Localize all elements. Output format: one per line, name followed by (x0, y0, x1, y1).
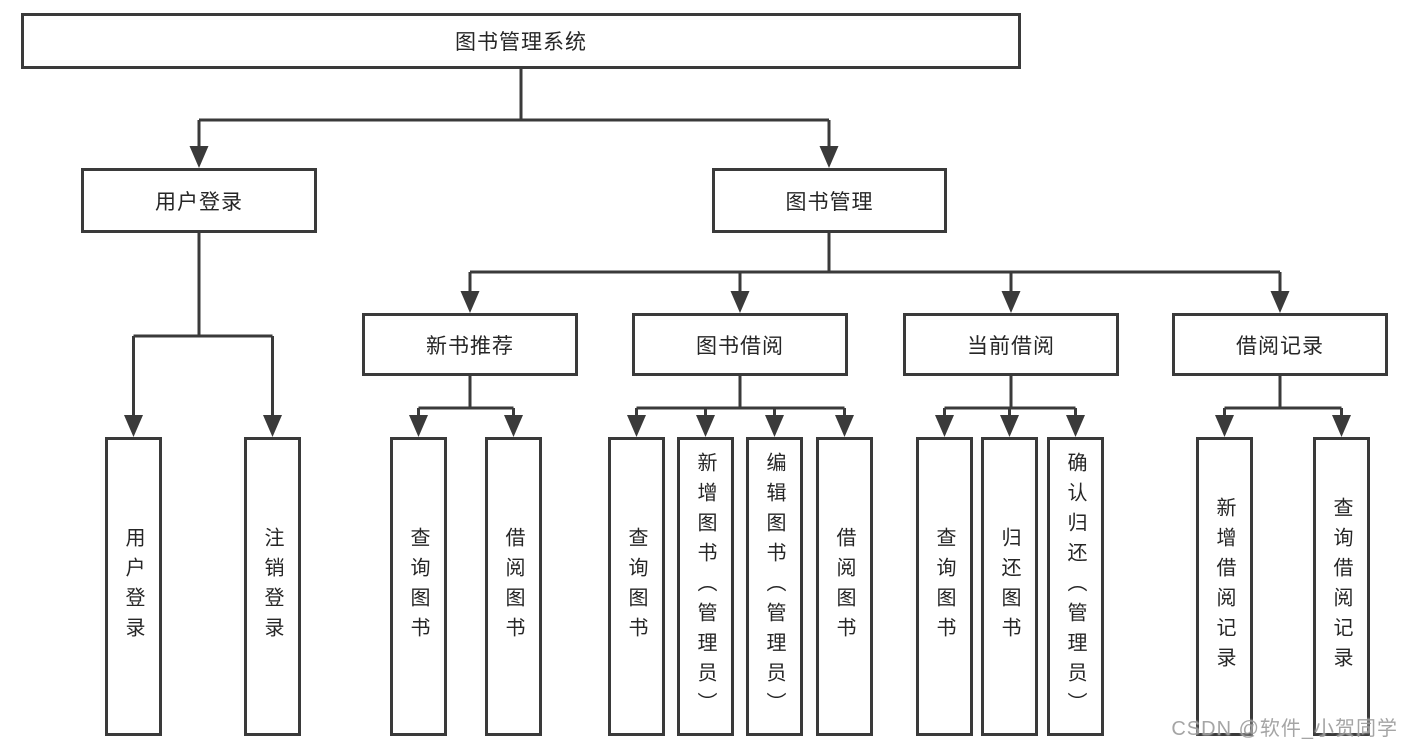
edge-lines (132, 69, 1343, 417)
leaf-current-query-book: 查询图书 (916, 437, 973, 736)
node-user-login: 用户登录 (81, 168, 317, 233)
leaf-label: 用户登录 (122, 526, 144, 647)
leaf-label: 查询图书 (407, 526, 429, 647)
leaf-label: 新增借阅记录 (1213, 496, 1235, 677)
leaf-records-query-record: 查询借阅记录 (1313, 437, 1370, 736)
node-book-management: 图书管理 (712, 168, 947, 233)
node-new-book-recommend: 新书推荐 (362, 313, 578, 376)
node-borrow-records: 借阅记录 (1172, 313, 1388, 376)
leaf-label: 确认归还（管理员） (1064, 451, 1086, 722)
leaf-label: 借阅图书 (833, 526, 855, 647)
leaf-label: 借阅图书 (502, 526, 524, 647)
leaf-label: 查询借阅记录 (1330, 496, 1352, 677)
arrowheads (124, 146, 1351, 437)
leaf-records-add-record: 新增借阅记录 (1196, 437, 1253, 736)
leaf-label: 新增图书（管理员） (694, 451, 716, 722)
leaf-recommend-query-book: 查询图书 (390, 437, 447, 736)
leaf-borrow-borrow-book: 借阅图书 (816, 437, 873, 736)
leaf-label: 查询图书 (625, 526, 647, 647)
node-root: 图书管理系统 (21, 13, 1021, 69)
leaf-borrow-query-book: 查询图书 (608, 437, 665, 736)
leaf-label: 归还图书 (998, 526, 1020, 647)
leaf-logout-login: 注销登录 (244, 437, 301, 736)
leaf-borrow-edit-book: 编辑图书（管理员） (746, 437, 803, 736)
leaf-label: 注销登录 (261, 526, 283, 647)
leaf-label: 查询图书 (933, 526, 955, 647)
leaf-current-return-book: 归还图书 (981, 437, 1038, 736)
leaf-borrow-add-book: 新增图书（管理员） (677, 437, 734, 736)
leaf-recommend-borrow-book: 借阅图书 (485, 437, 542, 736)
node-current-borrow: 当前借阅 (903, 313, 1119, 376)
leaf-user-login: 用户登录 (105, 437, 162, 736)
node-book-borrow: 图书借阅 (632, 313, 848, 376)
leaf-current-confirm-return: 确认归还（管理员） (1047, 437, 1104, 736)
leaf-label: 编辑图书（管理员） (763, 451, 785, 722)
